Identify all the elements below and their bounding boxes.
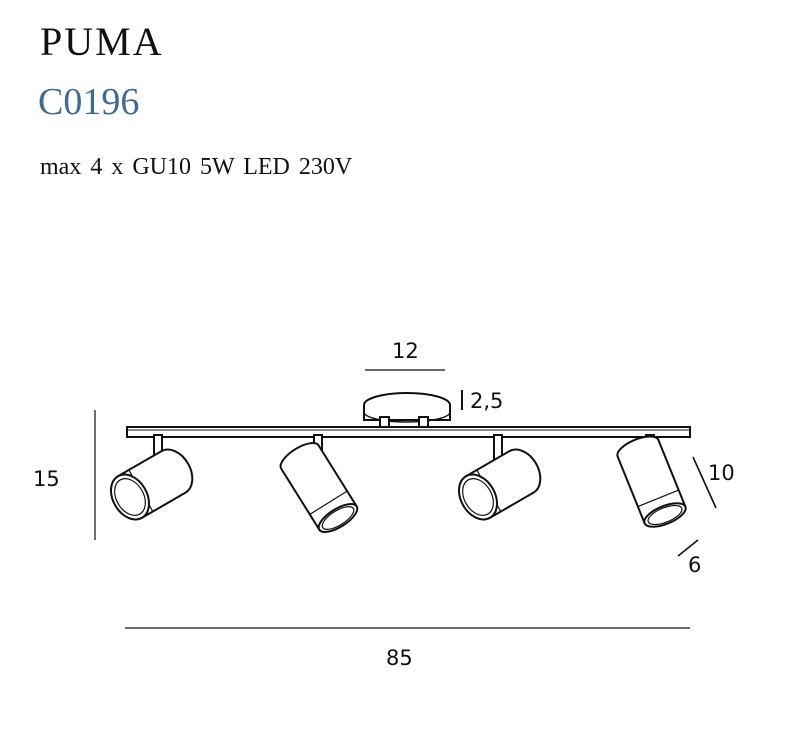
spotlight-4	[616, 434, 687, 528]
product-name: PUMA	[40, 19, 164, 64]
spotlight-1	[110, 434, 194, 521]
spotlight-body	[616, 435, 687, 525]
spotlight-2	[279, 434, 359, 533]
spot-diameter-label: 6	[688, 553, 701, 577]
total-length-label: 85	[386, 646, 413, 670]
canopy-diameter-label: 12	[392, 339, 419, 363]
spotlight-3	[458, 434, 542, 521]
canopy-height-label: 2,5	[470, 389, 503, 413]
mounting-bar	[126, 426, 691, 438]
canopy	[363, 392, 451, 428]
spot-diameter-dimension-line	[677, 539, 699, 557]
spot-length-label: 10	[708, 461, 735, 485]
height-label: 15	[33, 467, 60, 491]
product-code: C0196	[38, 81, 140, 123]
product-spec: max 4 x GU10 5W LED 230V	[40, 154, 353, 180]
spot-length-dimension-line	[692, 456, 717, 509]
